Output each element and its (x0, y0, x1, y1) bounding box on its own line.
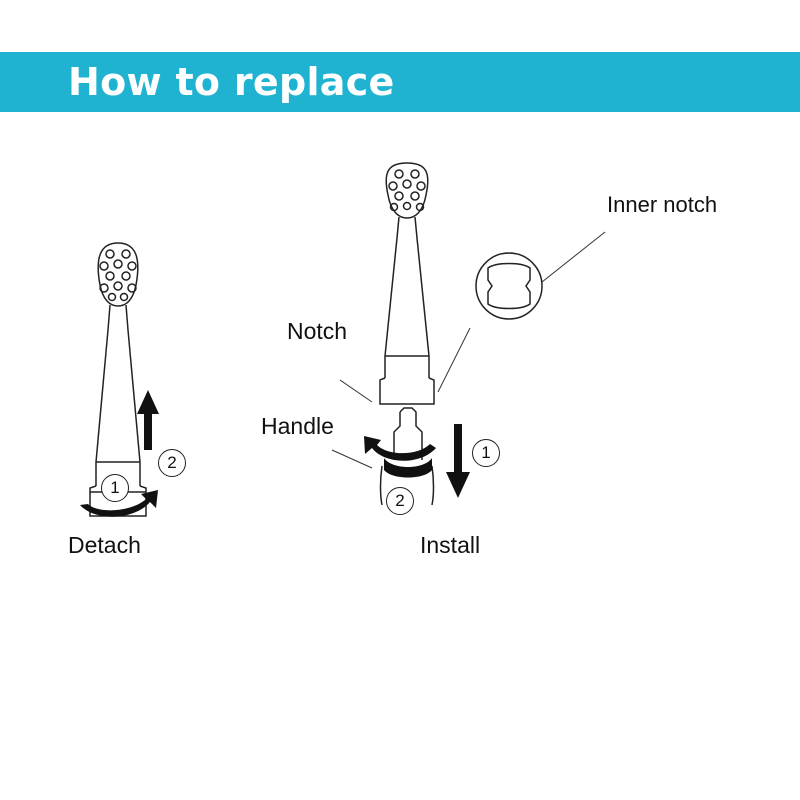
detach-step-2-badge: 2 (158, 449, 186, 477)
up-arrow-icon (137, 390, 159, 450)
down-arrow-icon (446, 424, 470, 498)
detach-step-1-badge: 1 (101, 474, 129, 502)
header-banner (0, 52, 800, 112)
leader-lines (331, 231, 606, 469)
page-title: How to replace (68, 60, 395, 104)
bristle-dots (99, 249, 137, 302)
handle-label: Handle (261, 413, 334, 439)
handle-shaft (379, 407, 435, 506)
detach-rotate-arrow-icon (80, 490, 158, 517)
install-step-2-badge: 2 (386, 487, 414, 515)
install-label: Install (420, 532, 481, 558)
install-rotate-arrow-icon (364, 436, 436, 461)
handle-collar (384, 458, 432, 478)
detach-label: Detach (68, 532, 141, 558)
detach-brush-head-icon (89, 242, 147, 517)
inner-notch-ring-icon (475, 252, 543, 320)
install-brush-head-icon (379, 162, 435, 405)
bristle-dots (388, 169, 426, 212)
install-step-1-badge: 1 (472, 439, 500, 467)
inner-notch-label: Inner notch (607, 192, 718, 217)
notch-label: Notch (287, 318, 348, 344)
